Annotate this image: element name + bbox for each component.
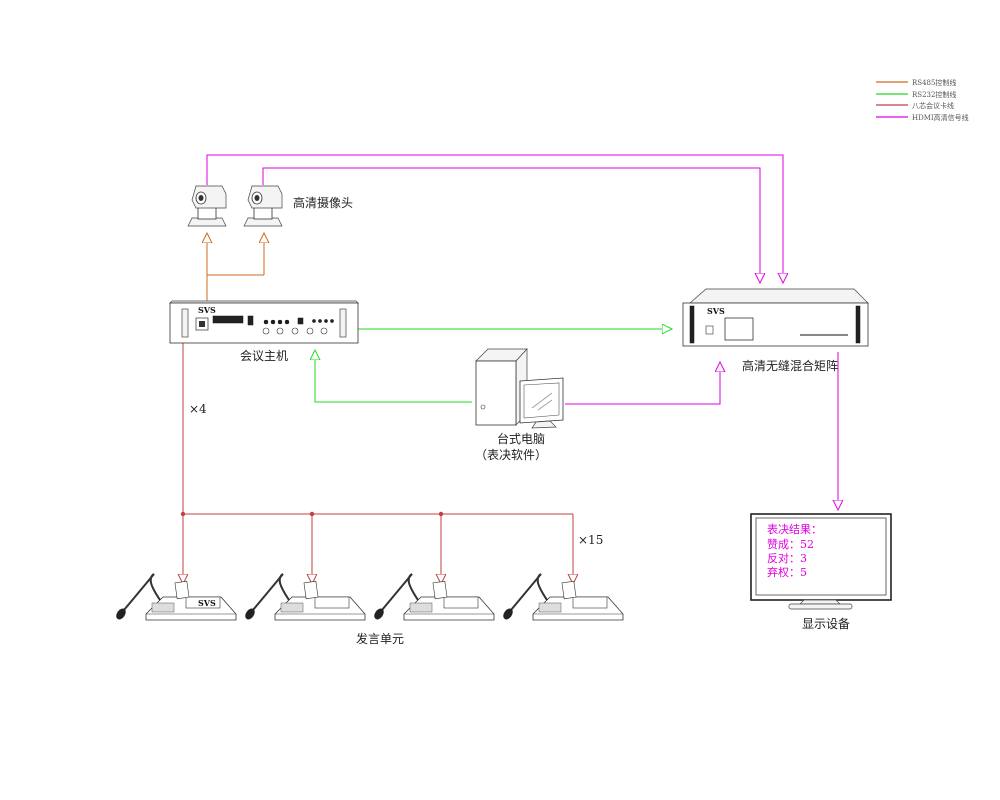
legend-label-rs485: RS485控制线 <box>912 78 956 87</box>
vote-abstain: 弃权：5 <box>767 565 807 579</box>
pc-label: 台式电脑 <box>497 431 545 446</box>
microphone-unit-icon <box>374 573 495 621</box>
matrix-brand: SVS <box>707 306 725 316</box>
hdmi-line-camera2-matrix <box>262 167 760 283</box>
host-display <box>212 315 244 324</box>
speaker-unit-2 <box>245 573 366 621</box>
legend-label-rs232: RS232控制线 <box>912 90 956 99</box>
microphone-unit-icon <box>245 573 366 621</box>
host-output-count: ×4 <box>189 402 207 416</box>
legend-item-rs485: RS485控制线 <box>876 78 956 87</box>
rack-ear-left <box>689 305 695 344</box>
monitor-icon <box>519 377 564 429</box>
display-stand <box>799 599 841 605</box>
speaker-unit-4 <box>503 573 624 621</box>
vote-result-title: 表决结果： <box>767 522 822 536</box>
units-count: ×15 <box>578 533 603 547</box>
legend-item-hdmi: HDMI高清信号线 <box>876 113 969 122</box>
junction-dot <box>438 511 444 517</box>
display-label: 显示设备 <box>802 617 850 631</box>
camera-icon <box>243 185 283 227</box>
display-base <box>788 603 853 610</box>
camera-label: 高清摄像头 <box>293 195 353 210</box>
rack-ear-right <box>339 308 347 338</box>
camera-2 <box>243 185 283 227</box>
legend-label-hdmi: HDMI高清信号线 <box>912 113 969 122</box>
host-label: 会议主机 <box>240 349 288 363</box>
matrix-label: 高清无缝混合矩阵 <box>742 358 838 373</box>
hdmi-line-pc-matrix <box>565 362 720 405</box>
vote-yes: 赞成：52 <box>767 538 814 551</box>
matrix-display <box>724 317 754 341</box>
junction-dot <box>180 511 186 517</box>
units-label: 发言单元 <box>356 631 404 646</box>
pc-sublabel: （表决软件） <box>475 448 547 462</box>
host-knobs <box>262 317 334 335</box>
rs485-line-trunk <box>206 274 264 303</box>
display-device: 表决结果： 赞成：52 反对：3 弃权：5 <box>750 513 892 610</box>
host-brand: SVS <box>198 305 216 315</box>
microphone-unit-icon <box>503 573 624 621</box>
conference-host: SVS <box>169 300 359 344</box>
unit-brand: SVS <box>198 598 216 608</box>
desktop-pc <box>475 348 564 429</box>
speaker-unit-3 <box>374 573 495 621</box>
camera-1 <box>187 185 227 227</box>
legend-item-conference-cable: 八芯会议卡线 <box>876 101 954 110</box>
rack-ear-left <box>181 308 189 338</box>
display-screen <box>755 517 887 596</box>
camera-icon <box>187 185 227 227</box>
rs232-line-pc-host <box>315 350 472 403</box>
vote-no: 反对：3 <box>767 551 807 565</box>
hd-matrix: SVS <box>682 288 869 347</box>
speaker-unit-1: SVS <box>116 573 237 621</box>
rack-ear-right <box>855 305 861 344</box>
legend-item-rs232: RS232控制线 <box>876 90 956 99</box>
legend-label-conference-cable: 八芯会议卡线 <box>912 101 954 110</box>
hdmi-line-camera1-matrix <box>206 154 783 283</box>
microphone-unit-icon: SVS <box>116 573 237 621</box>
pc-tower-icon <box>475 348 528 426</box>
power-switch-icon <box>705 325 714 335</box>
junction-dot <box>309 511 315 517</box>
legend: RS485控制线 RS232控制线 八芯会议卡线 HDMI高清信号线 <box>876 78 969 122</box>
